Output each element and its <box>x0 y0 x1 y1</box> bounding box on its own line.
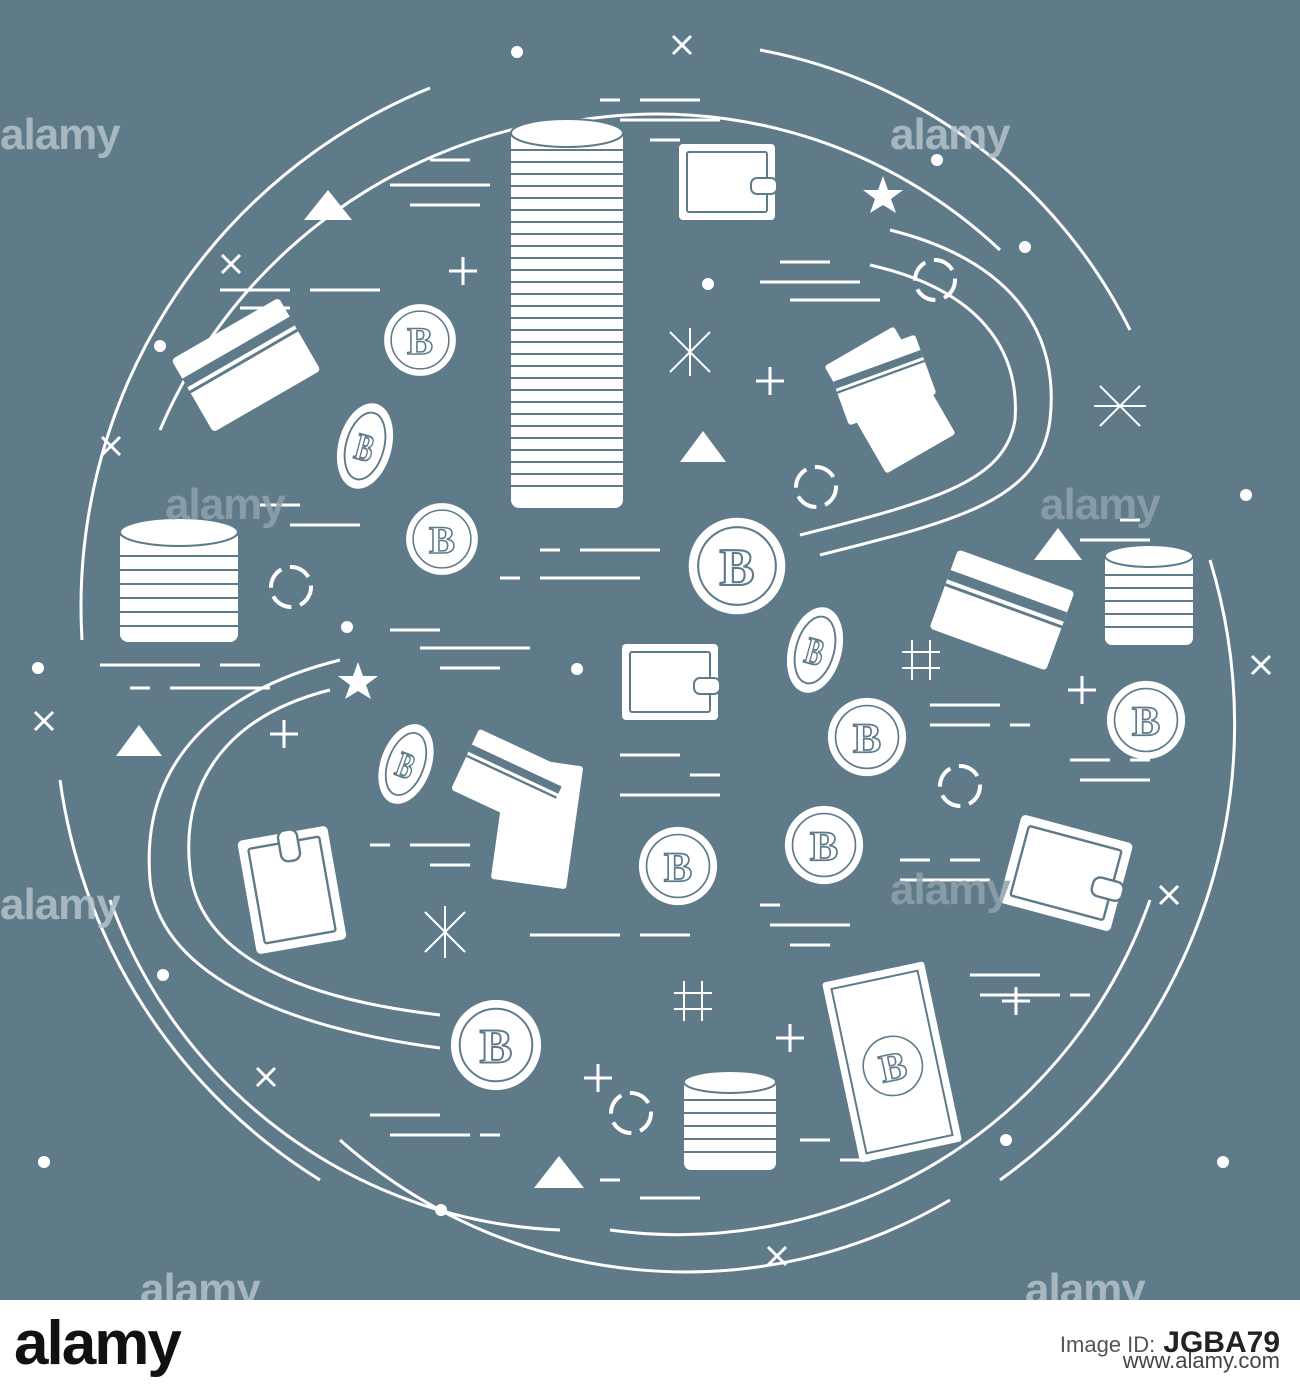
dots <box>32 46 1252 1216</box>
illustration-canvas: B B <box>32 34 1272 1274</box>
hash-marks <box>424 328 1146 1021</box>
sparkle-marks <box>33 34 1272 1267</box>
image-id-label: Image ID: <box>1059 1332 1156 1357</box>
short-coin-stacks <box>119 517 1194 1170</box>
triangles <box>116 176 1082 1188</box>
image-id: Image ID: JGBA79 <box>1060 1326 1280 1360</box>
watermark: alamy <box>0 110 121 159</box>
credit-cards <box>171 297 1075 889</box>
alamy-logo[interactable]: alamy <box>14 1309 182 1378</box>
watermark: alamy <box>1025 1265 1146 1300</box>
footer-bar: alamy Image ID: JGBA79 www.alamy.com <box>0 1300 1300 1390</box>
tall-coin-stack <box>510 118 624 508</box>
watermark: alamy <box>1040 480 1161 529</box>
watermark: alamy <box>890 865 1011 914</box>
watermark: alamy <box>140 1265 261 1300</box>
bitcoin-illustration: B B <box>0 0 1300 1300</box>
bitcoin-coins <box>327 303 1186 1092</box>
watermark: alamy <box>0 880 121 929</box>
watermark: alamy <box>165 480 286 529</box>
banknote <box>822 961 962 1163</box>
watermark: alamy <box>890 110 1011 159</box>
image-id-value: JGBA79 <box>1163 1326 1280 1359</box>
site-url[interactable]: www.alamy.com <box>1122 1348 1280 1373</box>
